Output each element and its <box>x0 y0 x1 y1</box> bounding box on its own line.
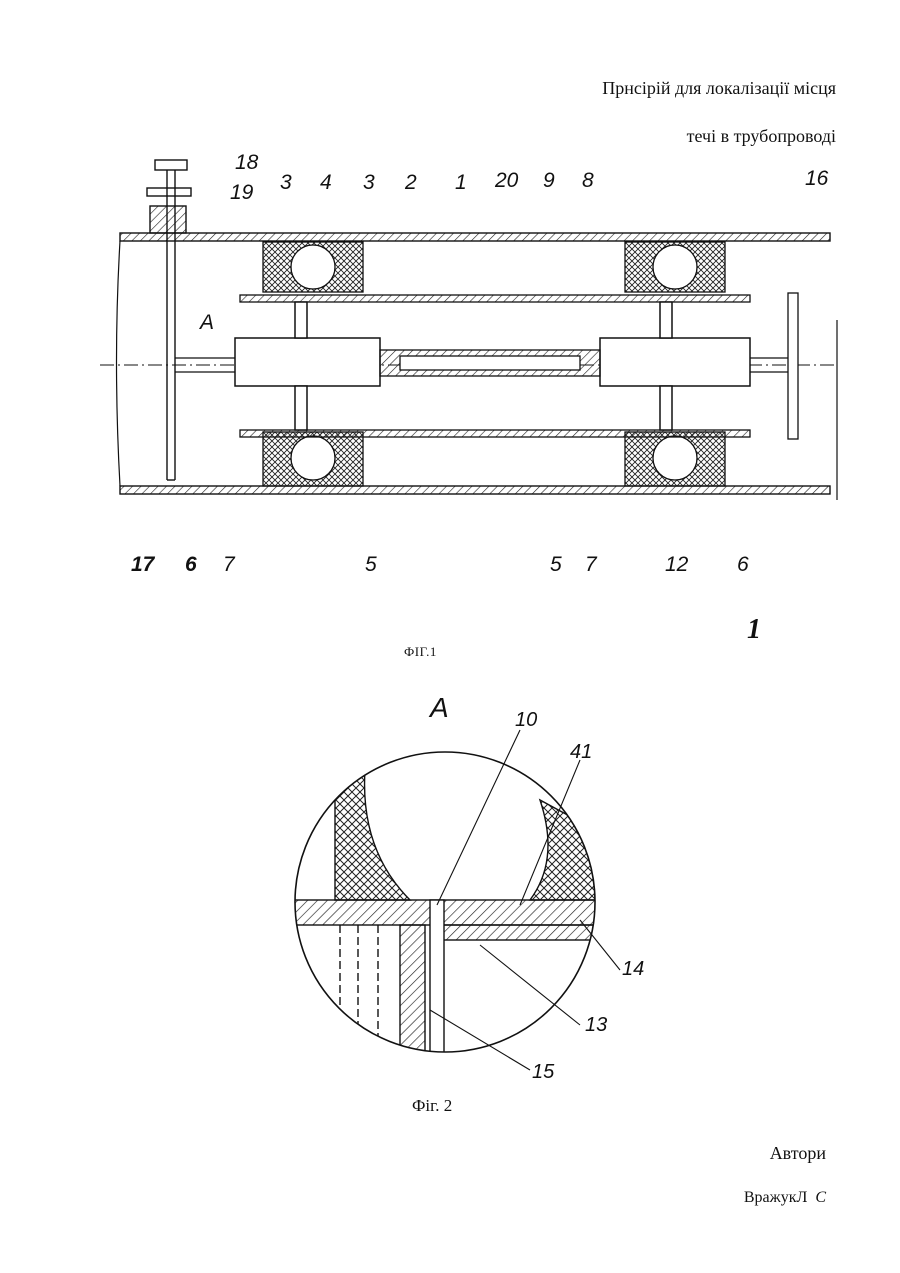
label-1: 1 <box>455 171 467 194</box>
label-17: 17 <box>131 553 156 576</box>
label-41: 41 <box>570 741 592 763</box>
sheet-number: 1 <box>747 614 761 646</box>
author-name: ВражукЛ С <box>744 1189 826 1207</box>
view-label-A: A <box>428 692 449 723</box>
label-7b: 7 <box>585 553 598 576</box>
label-5a: 5 <box>365 553 377 576</box>
label-8: 8 <box>582 169 594 192</box>
figure-2-detail: A 10 41 14 13 15 <box>280 680 660 1100</box>
label-12: 12 <box>665 553 689 576</box>
figure-2-caption: Фіг. 2 <box>412 1096 452 1116</box>
label-13: 13 <box>585 1014 607 1036</box>
fig1-bottom-labels: 17 6 7 5 5 7 12 6 <box>131 553 749 576</box>
label-3a: 3 <box>280 171 292 194</box>
valve-18 <box>147 160 191 480</box>
label-5b: 5 <box>550 553 562 576</box>
label-18: 18 <box>235 151 259 174</box>
label-3b: 3 <box>363 171 375 194</box>
figure-1-drawing: 18 19 3 4 3 2 1 20 9 8 16 A 17 6 7 5 5 7… <box>95 150 840 590</box>
author-surname: ВражукЛ <box>744 1189 807 1206</box>
document-title-line-2: течі в трубопроводі <box>687 126 836 147</box>
author-initial: С <box>815 1189 826 1206</box>
label-15: 15 <box>532 1061 555 1083</box>
label-16: 16 <box>805 167 829 190</box>
label-10: 10 <box>515 709 537 731</box>
label-4: 4 <box>320 171 332 194</box>
label-A-detail: A <box>198 311 214 334</box>
label-9: 9 <box>543 169 555 192</box>
label-6a: 6 <box>185 553 197 576</box>
label-6b: 6 <box>737 553 749 576</box>
label-19: 19 <box>230 181 254 204</box>
label-2: 2 <box>404 171 417 194</box>
label-14: 14 <box>622 958 644 980</box>
fig2-labels: A 10 41 14 13 15 <box>428 692 644 1083</box>
label-7a: 7 <box>223 553 236 576</box>
label-20: 20 <box>494 169 519 192</box>
figure-1-caption: ФІГ.1 <box>404 644 437 660</box>
rod-9 <box>380 350 600 376</box>
authors-label: Автори <box>770 1143 826 1164</box>
document-title-line-1: Прнсірій для локалізації місця <box>602 78 836 99</box>
